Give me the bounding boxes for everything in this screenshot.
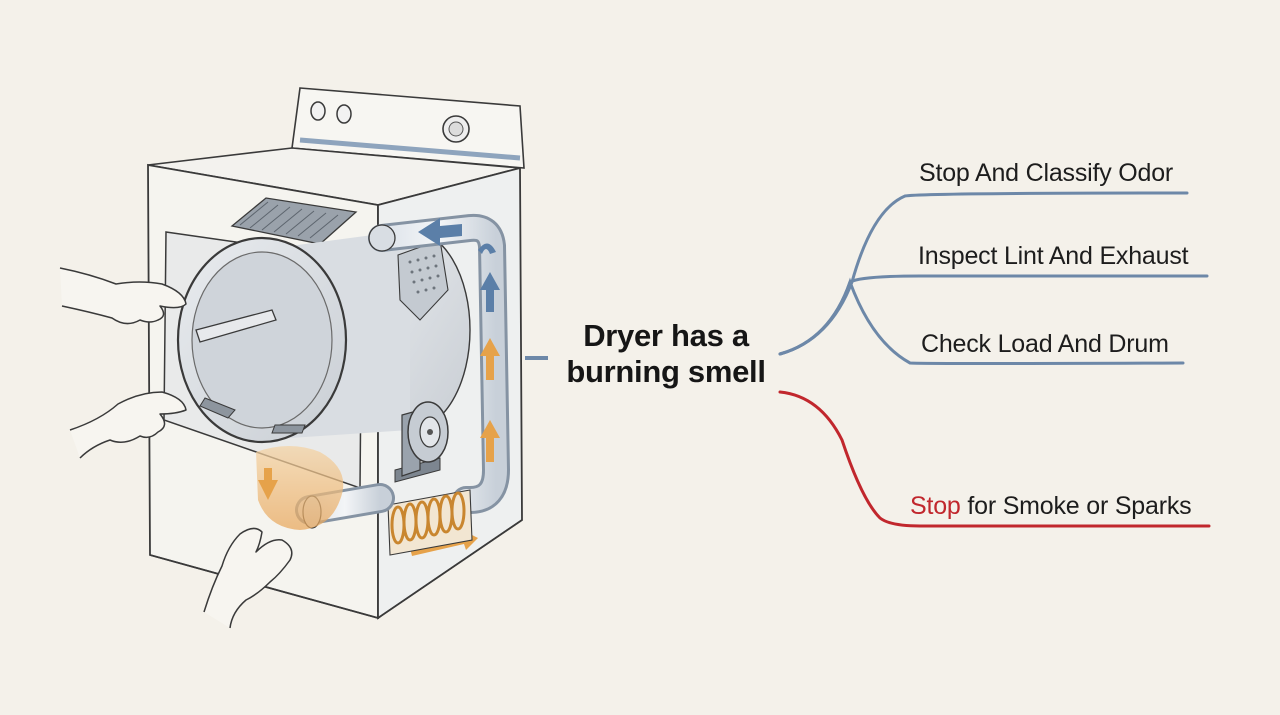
airflow-arrow-icon	[418, 218, 500, 312]
urgent-keyword: Stop	[910, 492, 961, 520]
central-topic-line-1: Dryer has a	[583, 318, 749, 353]
branch-label-smoke-sparks: Stop for Smoke or Sparks	[910, 492, 1192, 521]
branch-label-smoke-sparks-rest: for Smoke or Sparks	[960, 492, 1192, 520]
control-panel	[291, 87, 525, 169]
knob-icon	[336, 104, 352, 124]
knob-icon	[310, 101, 326, 121]
blower-motor-icon	[394, 401, 449, 483]
hand-icon	[203, 527, 293, 629]
branch-label-classify-odor: Stop And Classify Odor	[919, 159, 1174, 187]
hand-icon	[59, 267, 187, 325]
hand-icon	[69, 391, 187, 459]
hot-air-zone	[256, 446, 344, 530]
branch-label-lint-exhaust: Inspect Lint And Exhaust	[918, 242, 1189, 270]
central-topic: Dryer has a burning smell	[548, 318, 784, 390]
branch-connector-load-drum	[778, 277, 1185, 365]
heating-coil-icon	[387, 489, 473, 556]
branch-connector-smoke-sparks	[778, 390, 1211, 528]
lint-screen-icon	[230, 197, 358, 245]
central-topic-line-2: burning smell	[566, 354, 766, 389]
airflow-arrow-icon	[258, 468, 278, 500]
drum-baffle	[195, 309, 277, 343]
drum	[176, 229, 471, 444]
branch-label-load-drum: Check Load And Drum	[921, 330, 1169, 358]
